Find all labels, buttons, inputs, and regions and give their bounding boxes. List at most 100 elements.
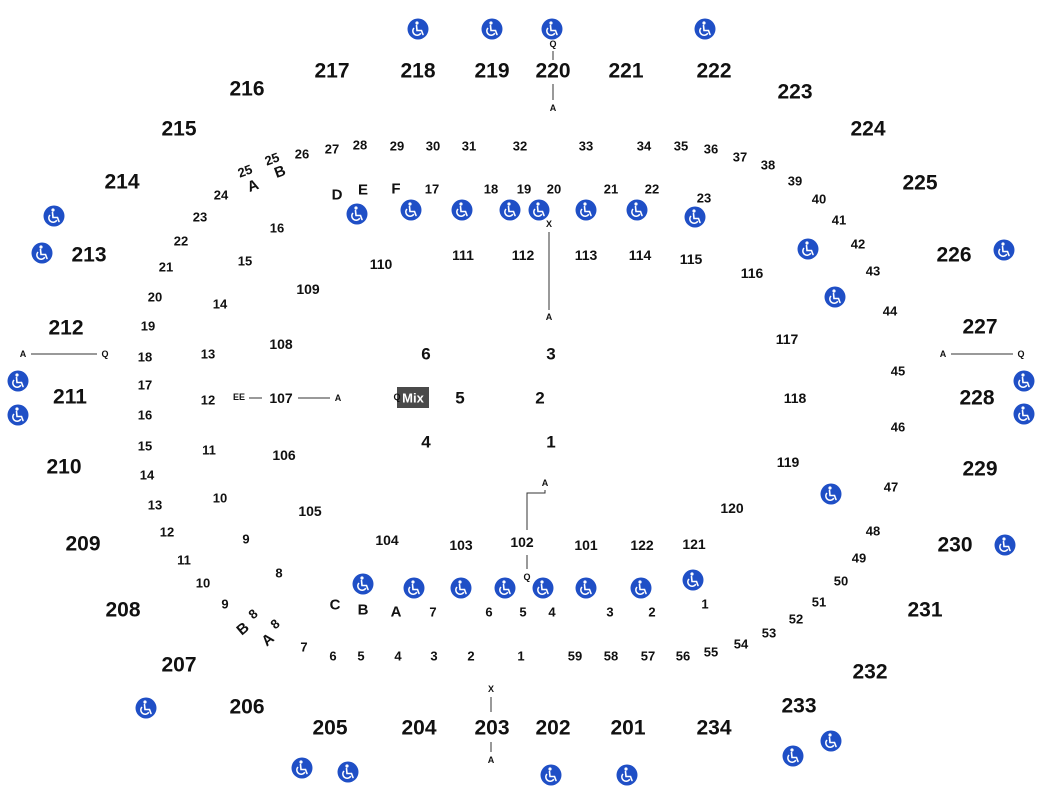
row-marker-label: A (335, 393, 342, 403)
section-122: 122 (630, 537, 654, 553)
lower-row-label: 17 (425, 182, 439, 197)
lower-row-label: 1 (701, 597, 708, 612)
section-209: 209 (65, 533, 100, 556)
upper-row-label: 22 (174, 234, 188, 249)
lower-row-label: 3 (606, 605, 613, 620)
row-marker-label: X (488, 684, 494, 694)
lower-row-label: A (391, 604, 402, 621)
wheelchair-icon (43, 205, 65, 227)
upper-row-label: 39 (788, 174, 802, 189)
floor-section-5: 5 (455, 389, 464, 408)
section-226: 226 (936, 244, 971, 267)
upper-row-label: 21 (159, 260, 173, 275)
upper-row-label: 4 (394, 649, 402, 664)
row-marker-label: X (546, 219, 552, 229)
wheelchair-icon (1013, 403, 1035, 425)
lower-row-label: 20 (547, 182, 561, 197)
upper-row-label: 57 (641, 649, 655, 664)
row-marker-label: EE (233, 392, 245, 402)
upper-row-label: 34 (637, 139, 652, 154)
wheelchair-icon (820, 730, 842, 752)
lower-row-label: 4 (548, 605, 556, 620)
upper-row-label: 5 (357, 649, 364, 664)
section-218: 218 (400, 60, 435, 83)
lower-row-label: 23 (697, 191, 711, 206)
lower-row-label: B (358, 602, 369, 619)
lower-row-label: C (330, 597, 341, 614)
lower-row-label: 7 (429, 605, 436, 620)
upper-row-label: 12 (160, 525, 174, 540)
floor-section-6: 6 (421, 345, 430, 364)
section-203: 203 (474, 717, 509, 740)
section-104: 104 (375, 532, 399, 548)
section-222: 222 (696, 60, 731, 83)
lower-row-label: 8 (275, 566, 282, 581)
section-113: 113 (575, 247, 598, 263)
lower-row-label: 10 (213, 491, 227, 506)
upper-row-label: 58 (604, 649, 618, 664)
wheelchair-icon (994, 534, 1016, 556)
section-105: 105 (298, 503, 322, 519)
mix-label: Mix (402, 391, 424, 406)
section-224: 224 (850, 118, 885, 141)
upper-row-label: 2 (467, 649, 474, 664)
wheelchair-icon (684, 206, 706, 228)
wheelchair-icon (7, 404, 29, 426)
upper-row-label: 17 (138, 378, 152, 393)
upper-row-label: 14 (140, 468, 155, 483)
upper-row-label: 25 (236, 161, 255, 180)
upper-row-label: 30 (426, 139, 440, 154)
upper-row-label: 16 (138, 408, 152, 423)
section-115: 115 (680, 251, 703, 267)
upper-row-label: 51 (812, 595, 826, 610)
upper-row-label: 54 (734, 637, 749, 652)
upper-row-label: 38 (761, 158, 775, 173)
wheelchair-icon (820, 483, 842, 505)
section-232: 232 (852, 661, 887, 684)
upper-row-label: 23 (193, 210, 207, 225)
section-112: 112 (512, 247, 535, 263)
section-216: 216 (229, 78, 264, 101)
section-101: 101 (574, 537, 598, 553)
upper-row-label: 36 (704, 142, 718, 157)
upper-row-label: 35 (674, 139, 688, 154)
upper-row-label: 44 (883, 304, 898, 319)
wheelchair-icon (1013, 370, 1035, 392)
wheelchair-icon (575, 199, 597, 221)
upper-row-label: 43 (866, 264, 880, 279)
upper-row-label: 52 (789, 612, 803, 627)
wheelchair-icon (400, 199, 422, 221)
row-marker-label: Q (549, 39, 556, 49)
section-221: 221 (608, 60, 643, 83)
section-106: 106 (272, 447, 296, 463)
wheelchair-icon (616, 764, 638, 786)
lower-row-label: 12 (201, 393, 215, 408)
section-121: 121 (682, 536, 706, 552)
lower-row-label: 14 (213, 297, 228, 312)
lower-row-label: 6 (485, 605, 492, 620)
section-204: 204 (401, 717, 436, 740)
upper-row-label: 24 (214, 188, 229, 203)
section-229: 229 (962, 458, 997, 481)
upper-row-label: 26 (295, 147, 309, 162)
section-211: 211 (53, 386, 87, 409)
lower-row-label: A (258, 630, 277, 650)
upper-row-label: 53 (762, 626, 776, 641)
upper-row-label: 13 (148, 498, 162, 513)
wheelchair-icon (31, 242, 53, 264)
section-116: 116 (741, 265, 764, 281)
section-231: 231 (907, 599, 942, 622)
floor-section-3: 3 (546, 345, 555, 364)
section-117: 117 (776, 331, 799, 347)
lower-row-label: D (332, 187, 343, 204)
upper-row-label: 59 (568, 649, 582, 664)
wheelchair-icon (450, 577, 472, 599)
upper-row-label: 27 (325, 142, 339, 157)
section-212: 212 (48, 317, 83, 340)
upper-row-label: 8 (245, 606, 260, 622)
wheelchair-icon (337, 761, 359, 783)
row-marker-label: Q (393, 392, 400, 402)
lower-row-label: 13 (201, 347, 215, 362)
section-223: 223 (777, 81, 812, 104)
